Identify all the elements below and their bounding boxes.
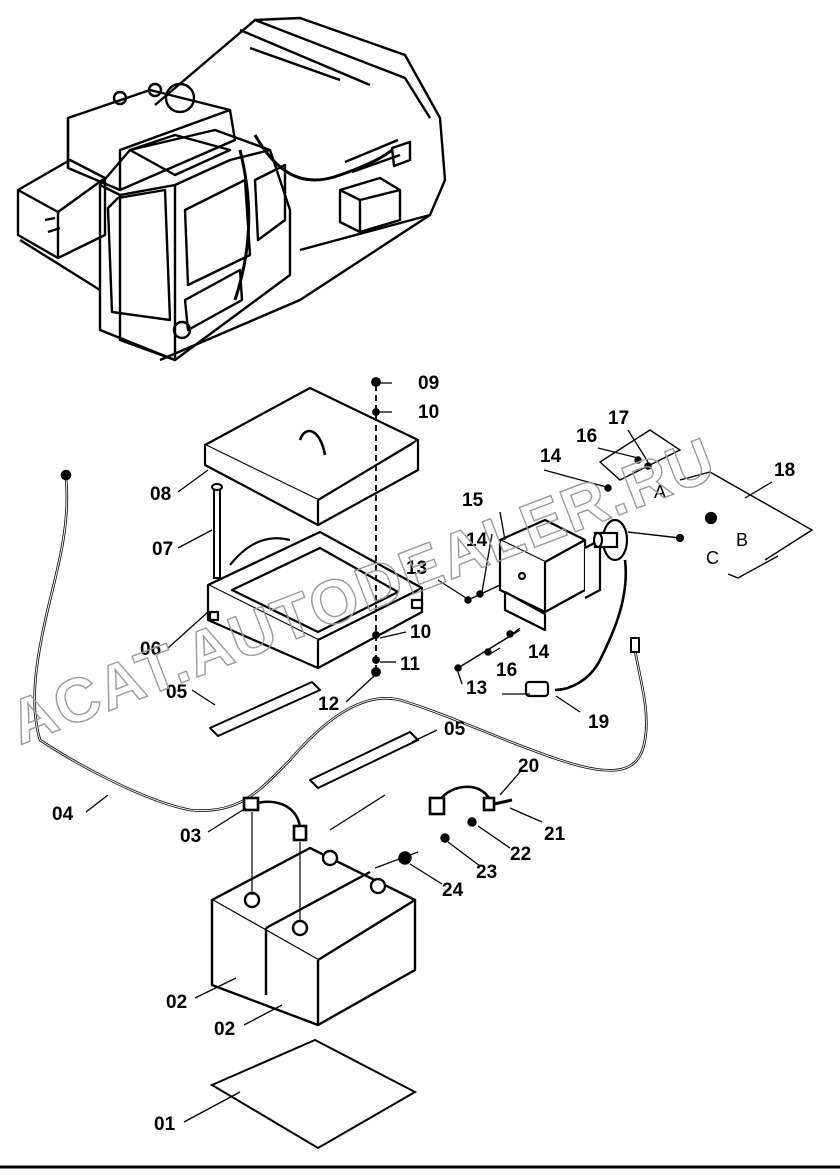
- callout-10: 10: [410, 622, 431, 643]
- callout-14: 14: [540, 446, 562, 467]
- callout-15: 15: [462, 490, 484, 511]
- fastener-stack-09-12: [371, 377, 381, 677]
- callout-02: 02: [166, 992, 187, 1013]
- battery-frame-part-06: [206, 530, 424, 670]
- detail-frame-part-18: [598, 429, 814, 579]
- callout-11: 11: [400, 654, 421, 675]
- callout-17: 17: [608, 408, 629, 429]
- callout-23: 23: [476, 862, 497, 883]
- callout-02: 02: [214, 1019, 235, 1040]
- callout-20: 20: [518, 756, 539, 777]
- callout-21: 21: [544, 824, 566, 845]
- part-callouts: 09 10 08 07 06 05 10 11 12 05 04 03 02 0…: [52, 373, 795, 1135]
- battery-cable-part-20: [428, 785, 513, 816]
- callout-24: 24: [442, 880, 464, 901]
- callout-12: 12: [318, 694, 339, 715]
- leader-lines: [85, 382, 773, 1123]
- callout-18: 18: [774, 460, 795, 481]
- detail-letter-c: C: [706, 548, 719, 568]
- callout-13: 13: [466, 678, 487, 699]
- callout-14: 14: [466, 530, 488, 551]
- battery-part-02: [210, 846, 417, 1027]
- callout-04: 04: [52, 804, 74, 825]
- callout-22: 22: [510, 844, 531, 865]
- callout-05: 05: [166, 682, 188, 703]
- detail-letter-a: A: [654, 482, 666, 502]
- callout-09: 09: [418, 373, 439, 394]
- battery-mat-part-01: [209, 1038, 418, 1150]
- callout-16: 16: [576, 426, 597, 447]
- callout-16: 16: [496, 660, 517, 681]
- detail-letter-b: B: [736, 530, 748, 550]
- excavator-upper-structure-illustration: [16, 16, 447, 362]
- hold-down-rod-part-07: [211, 483, 223, 579]
- ground-cable-part-04: [33, 469, 648, 812]
- callout-01: 01: [154, 1114, 176, 1135]
- callout-06: 06: [140, 639, 161, 660]
- rubber-pad-part-05: [209, 681, 419, 789]
- jumper-cable-part-03: [242, 796, 308, 922]
- callout-10: 10: [418, 402, 439, 423]
- small-hardware-13-14-16: [454, 584, 521, 672]
- callout-08: 08: [150, 484, 171, 505]
- callout-07: 07: [152, 539, 173, 560]
- battery-cover-part-08: [203, 386, 420, 527]
- terminal-hardware-21-24: [398, 817, 477, 865]
- callout-14: 14: [528, 642, 550, 663]
- callout-03: 03: [180, 826, 201, 847]
- callout-19: 19: [588, 712, 609, 733]
- battery-relay-part-15: [498, 518, 602, 632]
- callout-13: 13: [406, 558, 427, 579]
- callout-05: 05: [444, 719, 466, 740]
- disconnect-switch-assembly: [524, 511, 718, 698]
